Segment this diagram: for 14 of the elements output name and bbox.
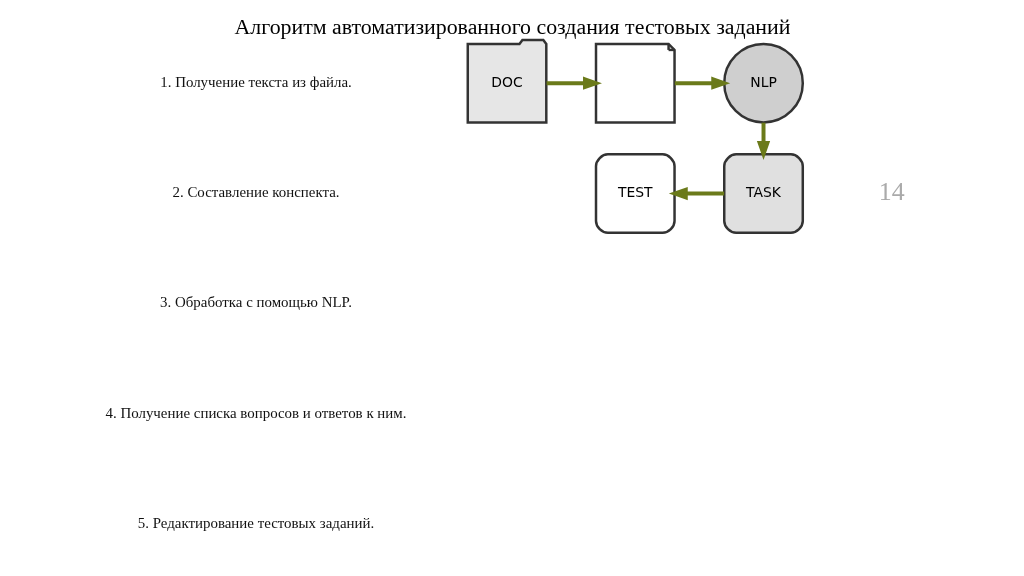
label: 3. Обработка с помощью NLP. <box>159 294 352 311</box>
label: 4. Получение списка вопросов и ответов к ним. <box>105 404 406 421</box>
label: 1. Получение текста из файла. <box>159 73 352 90</box>
arrow <box>668 186 724 201</box>
label: 2. Составление конспекта. <box>172 184 340 201</box>
arrow <box>756 122 770 160</box>
node-circle: NLP <box>722 42 804 124</box>
arrow <box>674 76 730 90</box>
label: 5. Редактирование тестовых заданий. <box>137 515 374 532</box>
node-box: TEST <box>594 153 676 235</box>
diagram-title: Алгоритм автоматизированного создания тестовых заданий <box>234 14 790 39</box>
node-box: TASK <box>722 153 804 235</box>
arrow <box>546 76 602 90</box>
label: 14 <box>878 176 905 206</box>
